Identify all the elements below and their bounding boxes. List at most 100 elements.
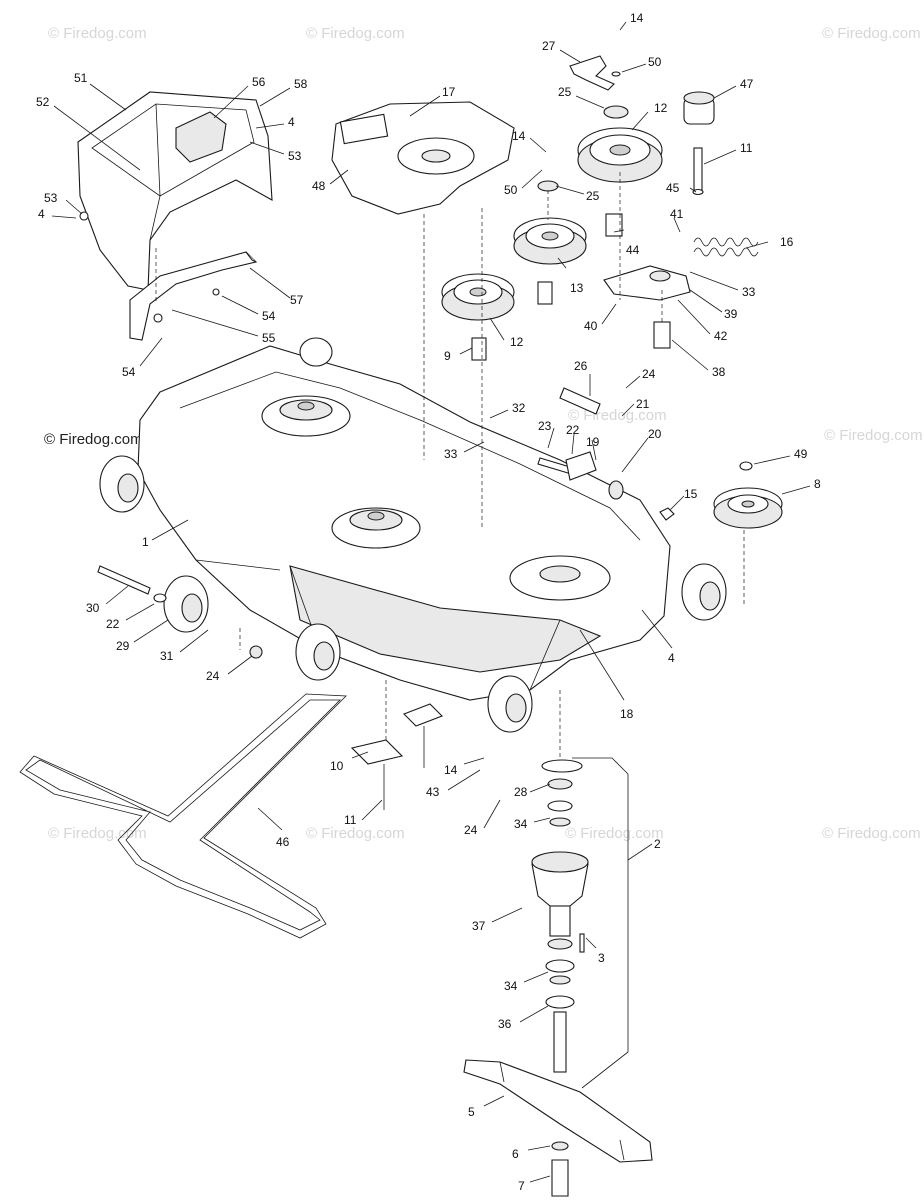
- callout: 22: [566, 423, 580, 437]
- callout: 50: [648, 55, 662, 69]
- deflector-bracket: [129, 251, 258, 341]
- callout: 16: [780, 235, 794, 249]
- callout: 13: [570, 281, 584, 295]
- callout-layer: 14 27 50 47 25 12 51 56 58 52 4 53 17 14…: [36, 11, 821, 1193]
- callout: 28: [514, 785, 528, 799]
- callout: 33: [444, 447, 458, 461]
- callout: 8: [814, 477, 821, 491]
- callout: 43: [426, 785, 440, 799]
- callout: 42: [714, 329, 728, 343]
- watermark: © Firedog.com: [306, 25, 405, 42]
- callout: 4: [288, 115, 295, 129]
- callout: 51: [74, 71, 88, 85]
- callout: 56: [252, 75, 266, 89]
- watermark: © Firedog.com: [306, 825, 405, 842]
- callout: 36: [498, 1017, 512, 1031]
- callout: 24: [642, 367, 656, 381]
- callout: 34: [504, 979, 518, 993]
- callout: 14: [444, 763, 458, 777]
- callout: 12: [510, 335, 524, 349]
- watermark: © Firedog.com: [568, 407, 667, 424]
- pulley-12-left: [441, 273, 515, 321]
- callout: 19: [586, 435, 600, 449]
- callout: 37: [472, 919, 486, 933]
- deck-pulleys: [261, 395, 611, 601]
- drive-pulley-8: [713, 487, 783, 529]
- callout: 44: [626, 243, 640, 257]
- callout: 10: [330, 759, 344, 773]
- callout: 26: [574, 359, 588, 373]
- callout: 6: [512, 1147, 519, 1161]
- deck-wheels: [99, 337, 727, 733]
- callout: 5: [468, 1105, 475, 1119]
- callout: 34: [514, 817, 528, 831]
- callout: 17: [442, 85, 456, 99]
- callout: 25: [558, 85, 572, 99]
- watermark: © Firedog.com: [822, 25, 921, 42]
- idler-arm: [471, 213, 691, 361]
- callout: 23: [538, 419, 552, 433]
- callout: 30: [86, 601, 100, 615]
- drive-belt: [19, 693, 347, 939]
- callout: 33: [742, 285, 756, 299]
- callout: 54: [122, 365, 136, 379]
- watermark: © Firedog.com: [824, 427, 923, 444]
- callout: 49: [794, 447, 808, 461]
- callout: 18: [620, 707, 634, 721]
- callout: 3: [598, 951, 605, 965]
- callout: 11: [344, 813, 357, 827]
- callout: 47: [740, 77, 754, 91]
- callout: 53: [288, 149, 302, 163]
- watermark: © Firedog.com: [48, 25, 147, 42]
- callout: 4: [668, 651, 675, 665]
- callout: 12: [654, 101, 668, 115]
- callout: 50: [504, 183, 518, 197]
- callout: 41: [670, 207, 684, 221]
- callout: 27: [542, 39, 556, 53]
- copyright-label: © Firedog.com: [44, 431, 143, 448]
- callout: 45: [666, 181, 680, 195]
- callout: 48: [312, 179, 326, 193]
- callout: 21: [636, 397, 650, 411]
- callout: 15: [684, 487, 698, 501]
- callout: 14: [630, 11, 644, 25]
- callout: 38: [712, 365, 726, 379]
- callout: 58: [294, 77, 308, 91]
- discharge-chute: [77, 91, 273, 291]
- callout: 25: [586, 189, 600, 203]
- callout: 57: [290, 293, 304, 307]
- callout: 54: [262, 309, 276, 323]
- callout: 7: [518, 1179, 525, 1193]
- callout: 20: [648, 427, 662, 441]
- callout: 29: [116, 639, 130, 653]
- callout: 9: [444, 349, 451, 363]
- baffle-plates: [350, 703, 443, 810]
- watermark: © Firedog.com: [48, 825, 147, 842]
- callout: 31: [160, 649, 174, 663]
- watermark: © Firedog.com: [822, 825, 921, 842]
- callout: 1: [142, 535, 149, 549]
- callout: 40: [584, 319, 598, 333]
- callout: 4: [38, 207, 45, 221]
- callout: 52: [36, 95, 50, 109]
- callout: 11: [740, 141, 753, 155]
- belt-cover: [331, 101, 515, 215]
- pulley-12-top: [577, 127, 663, 183]
- callout: 55: [262, 331, 276, 345]
- callout: 39: [724, 307, 738, 321]
- callout: 2: [654, 837, 661, 851]
- right-hardware: [97, 387, 753, 659]
- callout: 24: [464, 823, 478, 837]
- top-hardware: [537, 55, 715, 196]
- callout: 24: [206, 669, 220, 683]
- assembly-lines: [155, 172, 745, 760]
- watermark: © Firedog.com: [565, 825, 664, 842]
- pulley-13: [513, 217, 587, 265]
- blade: [463, 1059, 653, 1197]
- callout: 53: [44, 191, 58, 205]
- callout: 32: [512, 401, 526, 415]
- callout: 46: [276, 835, 290, 849]
- idler-spring: [693, 237, 759, 257]
- spindle-assembly: [531, 757, 629, 1089]
